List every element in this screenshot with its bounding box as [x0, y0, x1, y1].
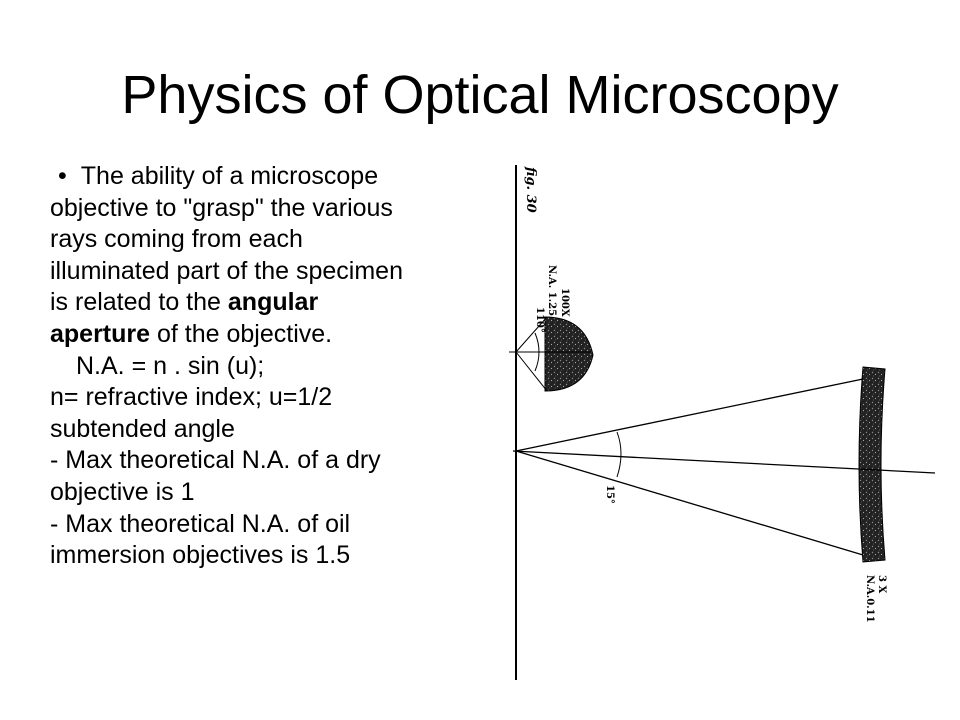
bullet-dot-icon: • [58, 162, 67, 190]
max-dry-line: objective is 1 [50, 477, 195, 506]
formula-line: N.A. = n . sin (u); [76, 351, 265, 380]
aperture-diagram: fig. 30 100X N.A. 1.25 110° 15° 3 X N.A.… [509, 165, 936, 680]
objective-100x-lens [544, 316, 594, 392]
text-line: is related to the angular [50, 287, 510, 319]
angle-arc [616, 431, 622, 478]
objective-3x-angle: 15° [604, 485, 615, 504]
bold-term: angular [227, 288, 319, 317]
text-segment: is related to the [50, 288, 228, 317]
bold-term: aperture [50, 319, 151, 348]
objective-3x-na: N.A.0.11 [864, 575, 875, 623]
ray-line [515, 316, 548, 353]
text-line: rays coming from each [50, 225, 303, 254]
figure-label: fig. 30 [523, 166, 538, 213]
text-segment: of the objective. [150, 319, 333, 348]
ray-line [515, 378, 864, 452]
objective-100x-magnification: 100X [559, 288, 570, 317]
max-oil-line: immersion objectives is 1.5 [50, 541, 351, 570]
objective-100x: 100X N.A. 1.25 110° [509, 265, 594, 392]
ray-line [515, 351, 548, 392]
ray-line [515, 450, 864, 556]
text-line: objective to "grasp" the various [50, 193, 393, 222]
objective-100x-angle: 110° [534, 307, 545, 333]
optical-axis-line [512, 450, 936, 474]
slide-title: Physics of Optical Microscopy [121, 65, 839, 125]
angle-arc [534, 332, 540, 372]
objective-100x-na: N.A. 1.25 [546, 265, 557, 316]
objective-3x-lens [858, 366, 886, 563]
max-dry-line: - Max theoretical N.A. of a dry [50, 446, 381, 475]
definition-line: n= refractive index; u=1/2 [50, 383, 333, 412]
max-oil-line: - Max theoretical N.A. of oil [50, 509, 351, 538]
objective-3x-magnification: 3 X [876, 575, 887, 593]
text-line: The ability of a microscope [80, 162, 379, 190]
bullet-text-block: • The ability of a microscope objective t… [50, 161, 510, 572]
text-line: illuminated part of the specimen [50, 256, 403, 285]
objective-3x: 15° 3 X N.A.0.11 [512, 366, 936, 623]
bullet-line: • The ability of a microscope [50, 161, 510, 193]
definition-line: subtended angle [50, 414, 235, 443]
text-line: aperture of the objective. [50, 319, 510, 351]
